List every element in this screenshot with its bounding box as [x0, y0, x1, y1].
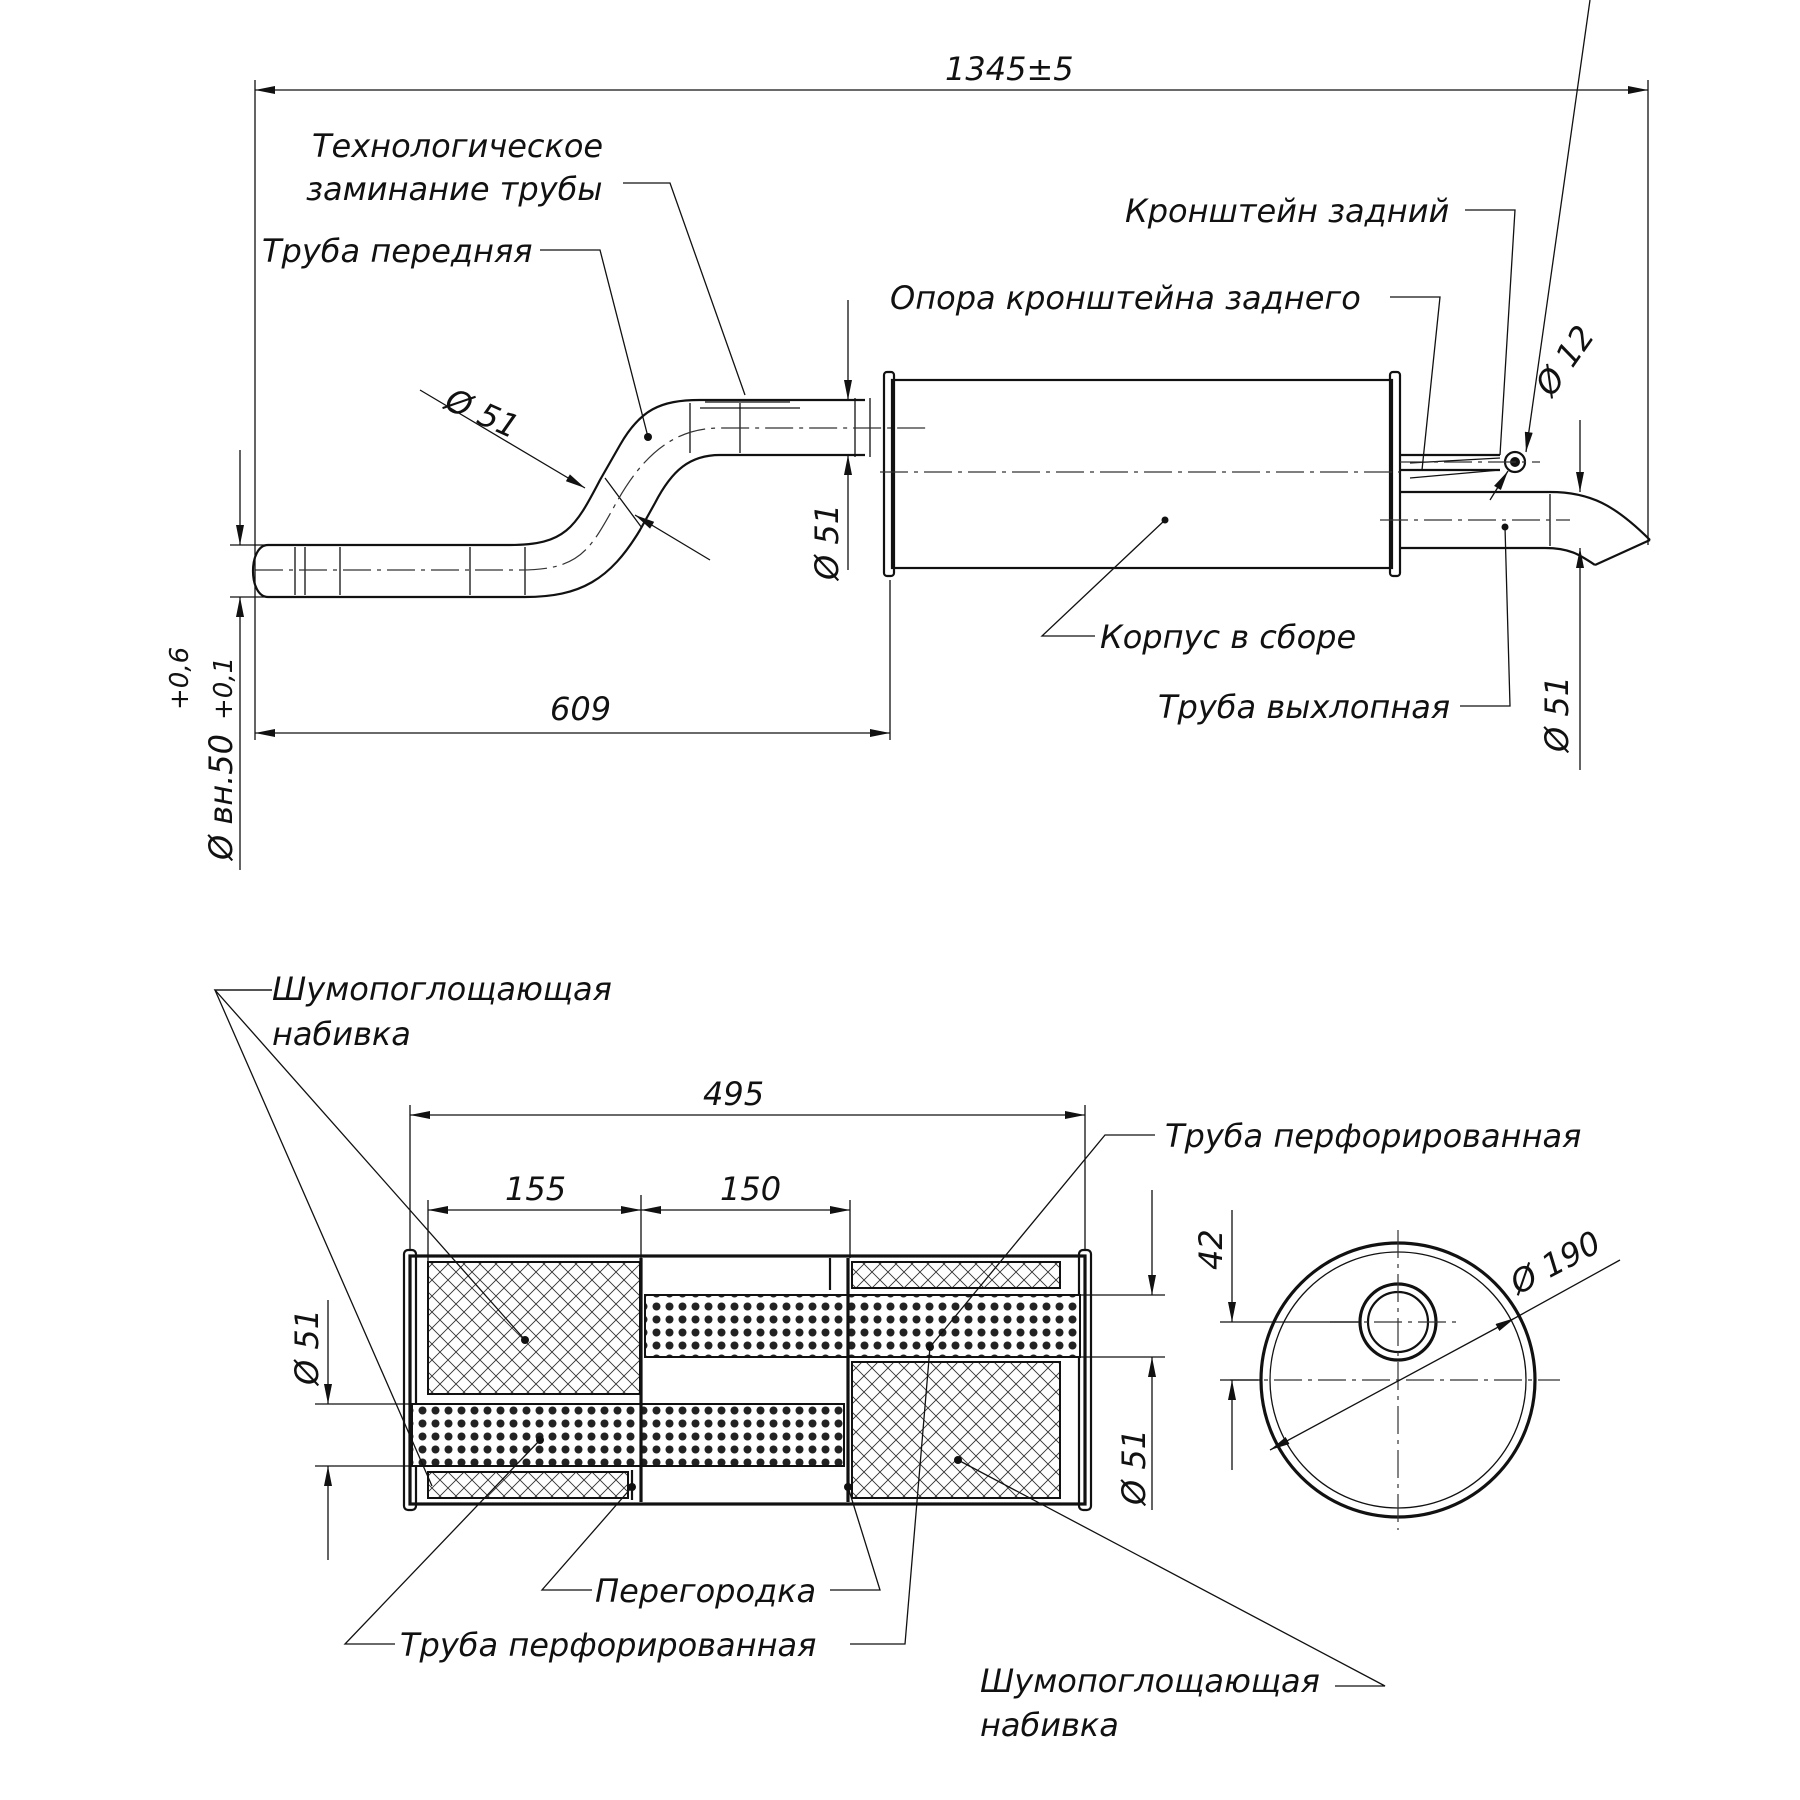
- dim-bracket-diam-label: Ø 12: [1526, 318, 1602, 404]
- dim-left-pipe-diam: [315, 1300, 412, 1560]
- dim-right-pipe-diam-label: Ø 51: [1115, 1429, 1153, 1507]
- rear-bracket: [1400, 450, 1540, 479]
- leader-body: [1040, 519, 1166, 637]
- label-crimp-line1: Технологическое: [312, 127, 603, 165]
- leader-rear-bracket: [1465, 209, 1516, 456]
- dim-overall-label: 1345±5: [945, 50, 1074, 88]
- label-packing-bottom-2: набивка: [980, 1706, 1119, 1744]
- packing-chamber-3-top: [851, 1261, 1061, 1289]
- dim-tol-minus: +0,1: [209, 657, 239, 720]
- end-view: [1230, 1230, 1621, 1530]
- dim-outlet-diam-label: Ø 51: [1538, 676, 1576, 754]
- dim-offset-label: 42: [1192, 1229, 1230, 1270]
- packing-chamber-1: [427, 1261, 641, 1395]
- dim-body-length-label: 495: [703, 1075, 764, 1113]
- leader-crimp: [623, 182, 746, 396]
- dim-body-length: [409, 1105, 1086, 1250]
- leader-exhaust: [1460, 526, 1511, 707]
- dim-right-pipe-diam: [1080, 1190, 1165, 1510]
- dim-inner-diameter-label: Ø вн.50: [202, 734, 240, 862]
- packing-chamber-1-bottom: [427, 1471, 629, 1499]
- label-exhaust: Труба выхлопная: [1158, 688, 1450, 726]
- dim-overall: [254, 80, 1649, 740]
- dim-chamber2-label: 150: [720, 1170, 781, 1208]
- leader-perf-bottom: [343, 1346, 931, 1645]
- leader-baffle: [540, 1486, 881, 1591]
- label-bracket-support: Опора кронштейна заднего: [890, 279, 1361, 317]
- perf-pipe-top: [644, 1294, 1081, 1358]
- leader-front-pipe: [540, 249, 652, 441]
- dim-inner-diameter: [230, 450, 268, 870]
- label-baffle: Перегородка: [595, 1572, 816, 1610]
- leader-packing-top: [213, 989, 526, 1487]
- label-packing-top-1: Шумопоглощающая: [272, 970, 612, 1008]
- dim-front-length: [255, 580, 891, 740]
- label-packing-bottom-1: Шумопоглощающая: [980, 1662, 1320, 1700]
- shell: [408, 1254, 1087, 1506]
- front-pipe: [251, 398, 930, 599]
- label-body: Корпус в сборе: [1100, 618, 1356, 656]
- dim-inlet-diam-label: Ø 51: [808, 504, 846, 582]
- dim-front-length-label: 609: [550, 690, 611, 728]
- label-perf-top: Труба перфорированная: [1165, 1117, 1581, 1155]
- exhaust-pipe: [1380, 490, 1651, 567]
- dim-offset: [1220, 1210, 1360, 1470]
- dim-front-pipe-diam: [419, 389, 711, 561]
- label-packing-top-2: набивка: [272, 1015, 411, 1053]
- dim-left-pipe-diam-label: Ø 51: [288, 1309, 326, 1387]
- packing-chamber-3: [851, 1361, 1061, 1499]
- label-perf-bottom: Труба перфорированная: [400, 1626, 816, 1664]
- dim-bracket-diam: [1489, 0, 1591, 501]
- leader-perf-top: [929, 1134, 1155, 1348]
- dim-tol-plus: +0,6: [165, 647, 195, 710]
- label-front-pipe: Труба передняя: [262, 232, 532, 270]
- section-view: 495 155 150 Ø 51 Ø 51: [213, 970, 1621, 1744]
- dim-body-diam-label: Ø 190: [1502, 1223, 1607, 1303]
- dim-front-pipe-diam-label: Ø 51: [438, 380, 525, 446]
- label-rear-bracket: Кронштейн задний: [1125, 192, 1449, 230]
- leader-packing-bottom: [957, 1459, 1386, 1687]
- top-view: 1345±5 609 Ø вн.50 +0,6 +0,1 Ø 51 Ø 51: [165, 0, 1651, 870]
- perf-pipe-bottom: [411, 1403, 845, 1467]
- leader-bracket-support: [1390, 296, 1441, 471]
- label-crimp-line2: заминание трубы: [306, 170, 603, 208]
- dim-chamber1-label: 155: [505, 1170, 566, 1208]
- dim-chambers: [427, 1195, 851, 1262]
- muffler-body: [880, 370, 1402, 578]
